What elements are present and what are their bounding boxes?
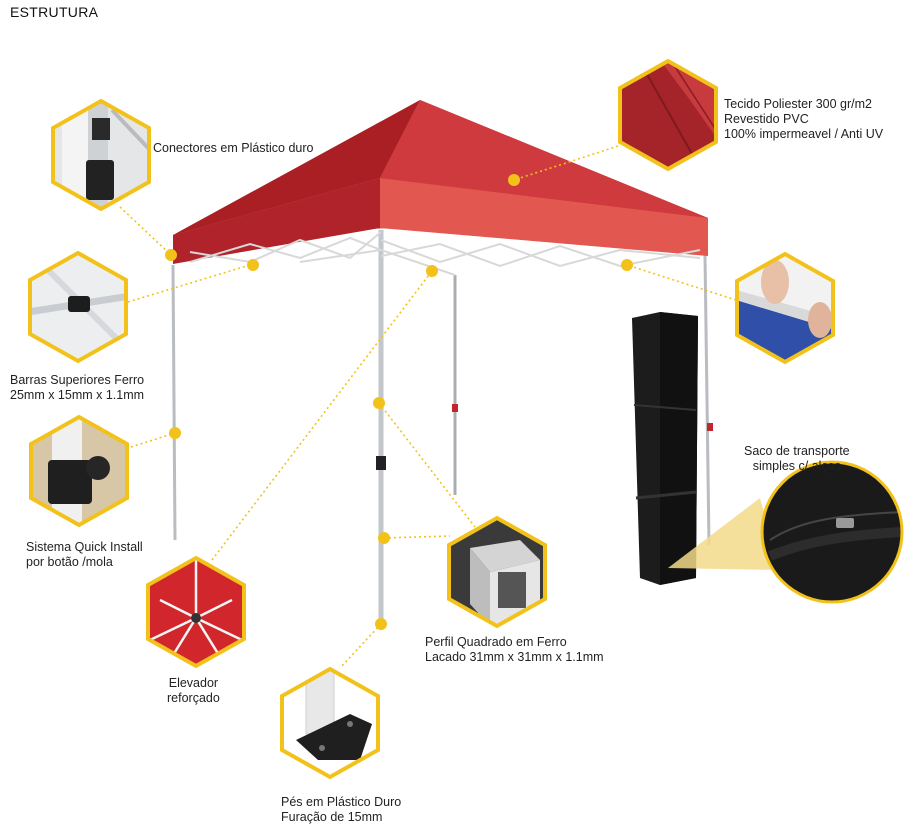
fabric-text-2: Revestido PVC	[724, 112, 809, 126]
profile-text-1: Perfil Quadrado em Ferro	[425, 635, 567, 649]
dot-quick-install	[169, 427, 181, 439]
hexagon-feet	[280, 666, 380, 780]
bag-zoom-circle	[760, 460, 904, 604]
label-profile: Perfil Quadrado em Ferro Lacado 31mm x 3…	[425, 635, 604, 665]
hexagon-lift	[146, 555, 246, 669]
hexagon-fabric-edge	[735, 251, 835, 365]
dot-upper-bars	[247, 259, 259, 271]
page-title: ESTRUTURA	[10, 4, 99, 20]
hexagon-quick-install	[29, 414, 129, 528]
hexagon-profile	[447, 515, 547, 629]
label-connectors: Conectores em Plástico duro	[153, 141, 314, 156]
dot-lift	[426, 265, 438, 277]
dot-feet	[375, 618, 387, 630]
upper-bars-text-2: 25mm x 15mm x 1.1mm	[10, 388, 145, 402]
bag-text-2: simples c/ alças	[752, 459, 841, 473]
label-lift: Elevador reforçado	[167, 676, 220, 706]
left-leg	[171, 264, 177, 541]
label-feet: Pés em Plástico Duro Furação de 15mm	[281, 795, 401, 825]
label-fabric: Tecido Poliester 300 gr/m2 Revestido PVC…	[724, 97, 883, 142]
dot-profile-2	[378, 532, 390, 544]
lift-text-1: Elevador	[168, 676, 219, 690]
label-upper-bars: Barras Superiores Ferro 25mm x 15mm x 1.…	[10, 373, 144, 403]
tent	[171, 100, 713, 628]
upper-bars-text-1: Barras Superiores Ferro	[10, 373, 145, 387]
label-bag: Saco de transporte simples c/ alças	[744, 444, 850, 474]
dot-fabric	[508, 174, 520, 186]
bag-text-1: Saco de transporte	[744, 444, 850, 458]
feet-text-1: Pés em Plástico Duro	[281, 795, 402, 809]
bag-zoom-beam	[668, 498, 780, 570]
hexagon-connectors	[51, 98, 151, 212]
canopy-roof-left	[173, 100, 420, 235]
callout-lines	[119, 145, 737, 669]
right-leg-button	[707, 423, 713, 431]
back-leg-button	[452, 404, 458, 412]
lift-text-2: reforçado	[167, 691, 220, 705]
dot-connectors	[165, 249, 177, 261]
label-quick-install: Sistema Quick Install por botão /mola	[26, 540, 143, 570]
quick-install-button	[376, 456, 386, 470]
quick-install-text-2: por botão /mola	[26, 555, 113, 569]
connectors-text: Conectores em Plástico duro	[153, 141, 314, 155]
transport-bag	[632, 312, 780, 585]
hexagon-upper-bars	[28, 250, 128, 364]
hexagon-fabric	[618, 58, 718, 172]
right-leg	[703, 254, 711, 546]
fabric-text-3: 100% impermeavel / Anti UV	[724, 127, 884, 141]
callout-dots	[165, 174, 633, 630]
feet-text-2: Furação de 15mm	[281, 810, 383, 824]
dot-profile	[373, 397, 385, 409]
canopy-valance-front	[380, 178, 708, 256]
dot-fabric-edge	[621, 259, 633, 271]
canopy-valance-left	[173, 178, 380, 264]
quick-install-text-1: Sistema Quick Install	[26, 540, 143, 554]
canopy-roof-right	[380, 100, 708, 218]
fabric-text-1: Tecido Poliester 300 gr/m2	[724, 97, 872, 111]
profile-text-2: Lacado 31mm x 31mm x 1.1mm	[425, 650, 604, 664]
